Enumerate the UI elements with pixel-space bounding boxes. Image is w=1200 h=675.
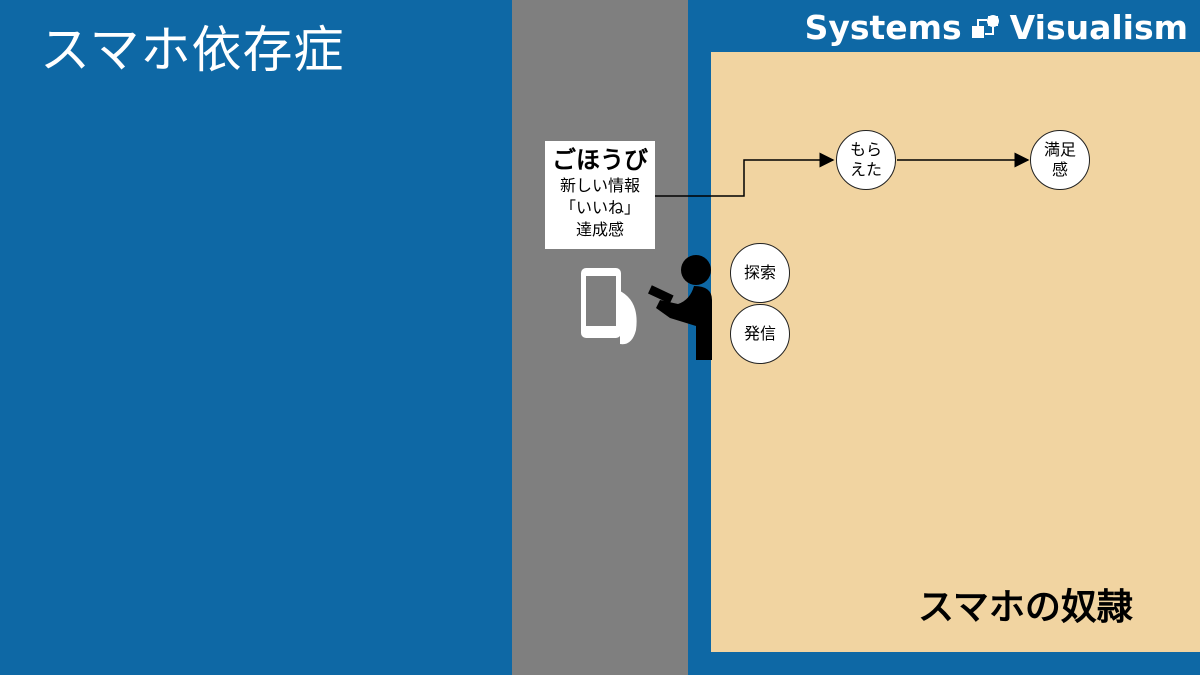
smartphone-icon (581, 268, 637, 345)
action-explore: 探索 (730, 243, 790, 303)
brand: Systems Visualism (805, 8, 1188, 47)
person-using-phone-icon (648, 255, 712, 360)
reward-item-like: 「いいね」 (559, 198, 640, 217)
action-post: 発信 (730, 304, 790, 364)
reward-title: ごほうび (552, 146, 648, 174)
flow-satisfaction: 満足感 (1030, 130, 1090, 190)
sand-panel (711, 52, 1200, 652)
reward-item-info: 新しい情報 (559, 176, 640, 195)
reward-card: ごほうび 新しい情報 「いいね」 達成感 (545, 141, 655, 249)
page-title: スマホ依存症 (40, 21, 345, 79)
panel-caption: スマホの奴隷 (918, 587, 1133, 628)
reward-item-achievement: 達成感 (575, 220, 624, 239)
brand-word-1: Systems (804, 8, 962, 47)
systems-visualism-logo-icon (971, 14, 999, 38)
flow-received: もらえた (836, 130, 896, 190)
reward-to-received-arrow (655, 152, 835, 197)
brand-word-2: Visualism (1009, 8, 1188, 47)
